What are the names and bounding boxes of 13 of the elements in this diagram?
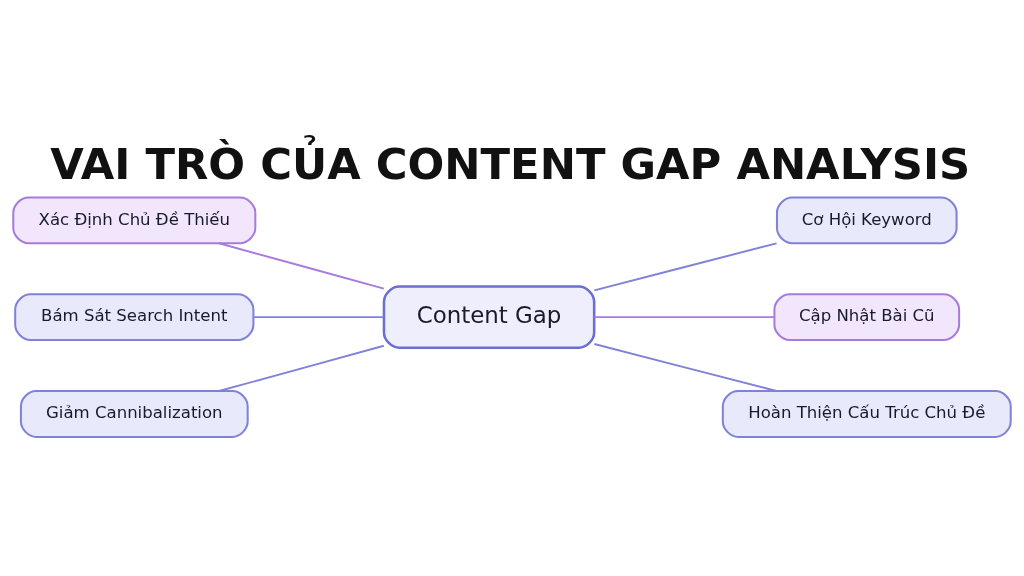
node-box: Xác Định Chủ Đề Thiếu bbox=[12, 195, 257, 244]
node-box: Bám Sát Search Intent bbox=[14, 292, 255, 341]
connector bbox=[218, 241, 385, 290]
node-box: Cơ Hội Keyword bbox=[775, 195, 958, 244]
connector bbox=[593, 241, 778, 291]
node-box: Hoàn Thiện Cấu Trúc Chủ Đề bbox=[721, 389, 1012, 438]
connector bbox=[218, 344, 385, 392]
connector bbox=[252, 315, 385, 318]
connector bbox=[593, 315, 776, 318]
node-box: Cập Nhật Bài Cũ bbox=[773, 292, 961, 341]
node-box: Giảm Cannibalization bbox=[19, 389, 249, 438]
connector bbox=[593, 342, 778, 392]
node-box: Content Gap bbox=[382, 284, 596, 349]
